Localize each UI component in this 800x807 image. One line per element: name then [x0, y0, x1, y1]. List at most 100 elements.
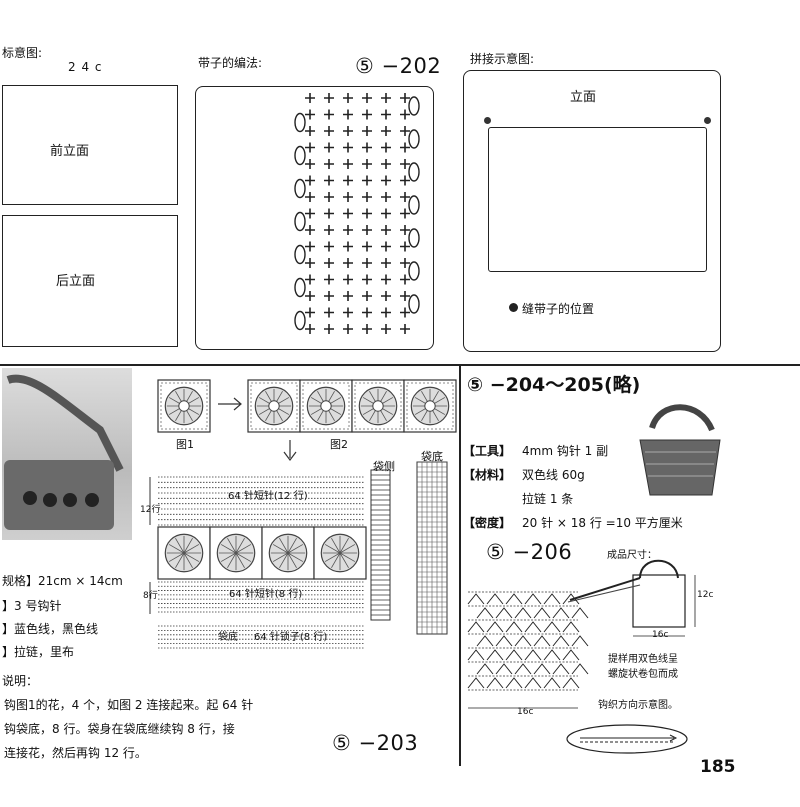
panel-motif-spoke — [339, 552, 349, 569]
stitch-plus — [343, 159, 353, 169]
panel-motif-spoke — [175, 537, 185, 554]
chain-oval-right — [408, 162, 420, 182]
stitch-plus — [381, 324, 391, 334]
legend-dot-icon — [509, 303, 518, 312]
description-title: 说明： — [2, 674, 39, 688]
lace-v-stitch — [524, 649, 542, 661]
stitch-plus — [362, 241, 372, 252]
chain-oval-left — [294, 244, 306, 265]
lace-v-stitch — [495, 663, 513, 675]
stitch-plus — [362, 109, 372, 120]
stitch-plus — [343, 307, 353, 318]
stitch-plus — [362, 126, 372, 136]
pattern-206-number: ⑤ −206 — [486, 540, 573, 564]
lace-v-stitch — [467, 621, 485, 633]
lace-v-stitch — [552, 635, 570, 647]
panel-motif-spoke — [183, 552, 193, 569]
chain-oval-left — [294, 277, 306, 298]
chain-oval-right — [408, 195, 420, 215]
panel-motif-spoke — [287, 537, 297, 554]
stitch-plus — [400, 159, 410, 169]
panel-motif-spoke — [183, 544, 200, 554]
panel-motif-spoke — [279, 552, 289, 569]
panel-motif-spoke — [324, 552, 341, 562]
page-number: 185 — [700, 757, 736, 777]
panel-motif-spoke — [183, 552, 200, 562]
stitch-plus — [362, 93, 372, 103]
panel-motif-spoke — [227, 552, 237, 569]
front-panel-label: 前立面 — [50, 144, 90, 159]
stitch-plus — [362, 291, 372, 301]
stitch-plus — [381, 159, 391, 169]
stitch-plus — [324, 225, 334, 235]
handle-note-line-2: 螺旋状卷包而成 — [608, 669, 678, 680]
stitch-plus — [343, 208, 353, 219]
spec-yarn: 】蓝色线，黑色线 — [2, 622, 99, 636]
fig2-label: 图2 — [330, 438, 348, 451]
stitch-plus — [400, 93, 410, 103]
density-value: 20 针 × 18 行 =10 平方厘米 — [522, 516, 683, 530]
panel-motif-spoke — [235, 552, 245, 569]
stitch-plus — [400, 192, 410, 202]
description-line-2: 钩袋底，8 行。袋身在袋底继续钩 8 行，接 — [4, 722, 235, 736]
stitch-plus — [362, 258, 372, 268]
stitch-plus — [381, 109, 391, 120]
material-key: 【材料】 — [463, 468, 512, 482]
fig1-label: 图1 — [176, 438, 194, 451]
stitch-plus — [305, 142, 315, 153]
stitch-plus — [324, 175, 334, 186]
stitch-plus — [324, 126, 334, 136]
chain-oval-left — [294, 310, 306, 331]
lace-v-stitch — [524, 677, 542, 689]
stitch-plus — [305, 274, 315, 285]
stitch-plus — [324, 159, 334, 169]
stitch-plus — [381, 241, 391, 252]
stitch-plus — [324, 109, 334, 120]
motif-inner-border — [354, 382, 402, 430]
stitch-plus — [400, 109, 410, 120]
chain-oval-left — [294, 145, 306, 166]
stitch-plus — [343, 93, 353, 103]
handle-note-line-1: 提样用双色线呈 — [608, 654, 678, 665]
spec-tool: 】3 号钩针 — [2, 599, 62, 613]
tools-value: 4mm 钩针 1 副 — [522, 444, 609, 458]
bag-width-label: 16c — [652, 630, 669, 640]
motif-center — [178, 400, 190, 412]
lace-v-stitch — [505, 677, 523, 689]
stitch-plus — [362, 324, 372, 334]
stitch-plus — [381, 126, 391, 136]
vertical-divider — [459, 366, 461, 766]
assembly-inner-panel — [488, 127, 707, 272]
stitch-plus — [305, 159, 315, 169]
stitch-plus — [324, 307, 334, 318]
finished-size-title: 成品尺寸： — [607, 550, 657, 561]
motif-center — [424, 400, 436, 412]
lace-v-stitch — [552, 607, 570, 619]
chain-oval-right — [408, 129, 420, 149]
lace-v-stitch — [571, 635, 589, 647]
lace-v-stitch — [533, 607, 551, 619]
stitch-plus — [362, 307, 372, 318]
chain-oval-left — [294, 211, 306, 232]
stitch-plus — [400, 258, 410, 268]
stitch-plus — [305, 192, 315, 202]
stitch-plus — [343, 175, 353, 186]
stitch-plus — [381, 142, 391, 153]
stitch-plus — [400, 291, 410, 301]
lace-v-stitch — [533, 635, 551, 647]
chain-oval-right — [408, 261, 420, 281]
stitch-plus — [343, 142, 353, 153]
strap-attach-dot-left — [484, 117, 491, 124]
lace-v-stitch — [543, 677, 561, 689]
lace-v-stitch — [476, 663, 494, 675]
stitch-plus — [400, 208, 410, 219]
lace-v-stitch — [495, 635, 513, 647]
stitch-plus — [343, 126, 353, 136]
stitch-plus — [381, 93, 391, 103]
panel-motif-spoke — [227, 537, 237, 554]
